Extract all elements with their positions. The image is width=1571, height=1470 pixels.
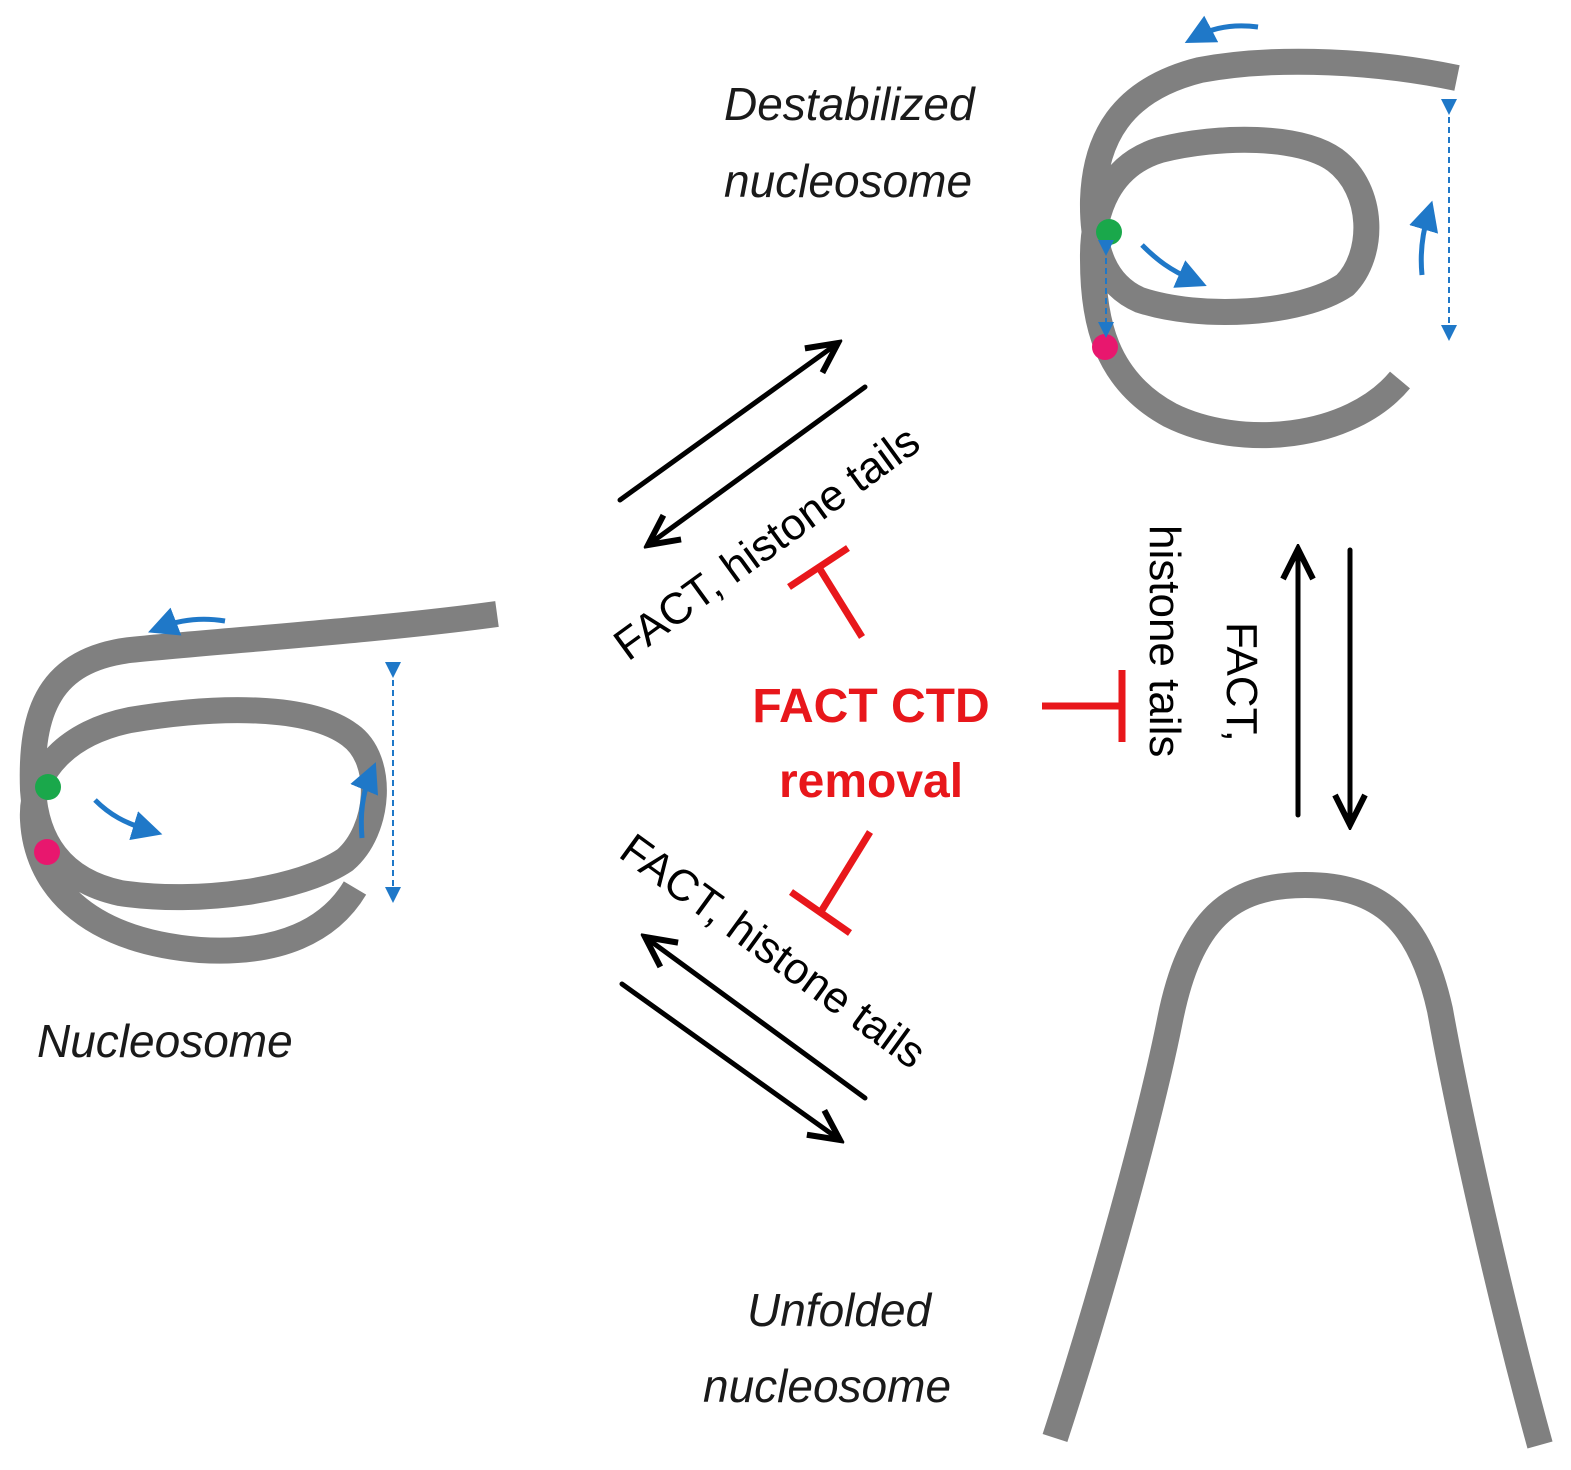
inner-rotation-arrow-icon xyxy=(93,798,163,840)
unfolded-label-line1: Unfolded xyxy=(747,1284,933,1336)
destabilized-label-line2: nucleosome xyxy=(724,155,972,207)
lower-condition-label: FACT, histone tails xyxy=(611,824,935,1078)
right-condition-label-line1: FACT, xyxy=(1217,622,1266,742)
side-rotation-arrow-icon xyxy=(1409,200,1439,276)
reverse-arrow-icon xyxy=(648,384,868,545)
green-contact-point xyxy=(1096,219,1122,245)
lower-inhibition-symbol xyxy=(789,830,873,936)
pink-contact-point xyxy=(1092,334,1118,360)
top-rotation-arrow-icon xyxy=(148,607,226,636)
side-rotation-arrow-icon xyxy=(350,762,379,839)
destabilized-dna-strand xyxy=(1079,48,1460,449)
right-condition-label-line2: histone tails xyxy=(1140,525,1189,757)
nucleosome-label: Nucleosome xyxy=(37,1015,293,1067)
lower-equilibrium-arrows xyxy=(619,937,868,1140)
reverse-arrow-icon xyxy=(645,937,868,1101)
fact-ctd-removal-label-line1: FACT CTD xyxy=(752,680,989,733)
destabilized-nucleosome-structure xyxy=(1079,15,1460,449)
nucleosome-structure xyxy=(19,601,499,964)
nucleosome-dna-strand xyxy=(19,601,499,964)
unfolded-label-line2: nucleosome xyxy=(703,1360,951,1412)
upper-inhibition-symbol xyxy=(787,545,865,639)
top-rotation-arrow-icon xyxy=(1184,15,1259,44)
forward-arrow-icon xyxy=(617,343,838,503)
pink-contact-point xyxy=(34,839,60,865)
upper-equilibrium-arrows xyxy=(617,343,868,545)
unfolded-dna-strand xyxy=(1042,872,1553,1449)
inner-rotation-arrow-icon xyxy=(1140,243,1207,288)
green-contact-point xyxy=(35,774,61,800)
fact-ctd-removal-label-line2: removal xyxy=(779,755,963,808)
forward-arrow-icon xyxy=(619,981,840,1140)
right-inhibition-symbol xyxy=(1042,670,1126,742)
right-equilibrium-arrows xyxy=(1298,549,1350,825)
destabilized-label-line1: Destabilized xyxy=(724,78,976,130)
